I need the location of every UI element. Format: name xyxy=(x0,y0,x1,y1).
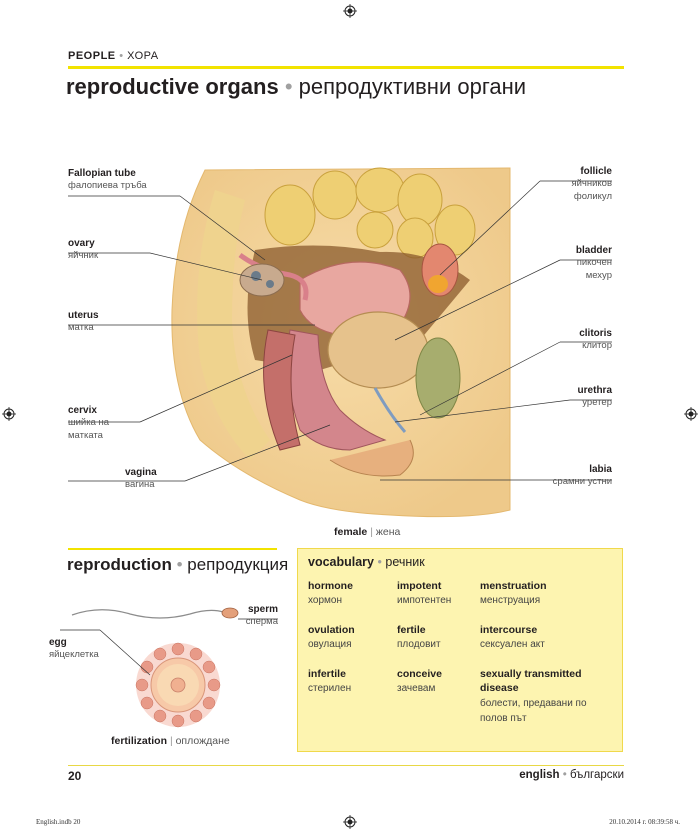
registration-mark-icon xyxy=(343,815,357,829)
section-bg: ХОРА xyxy=(127,50,159,62)
vocab-term-en-line2: disease xyxy=(480,682,519,694)
header-rule xyxy=(68,66,624,69)
caption-bg: оплождане xyxy=(175,735,230,747)
registration-mark-icon xyxy=(2,407,16,421)
label-bg-line2: мехур xyxy=(585,270,612,281)
label-bg: яйчников xyxy=(571,178,612,189)
caption-en: fertilization xyxy=(111,735,168,747)
reproduction-title-bg: репродукция xyxy=(187,555,289,574)
vocab-term-bg: сексуален акт xyxy=(480,639,545,650)
registration-mark-icon xyxy=(684,407,698,421)
label-bg: клитор xyxy=(582,340,612,351)
title-en: reproductive organs xyxy=(66,74,279,99)
footer-lang-en: english xyxy=(519,769,560,781)
label-clitoris: clitoris клитор xyxy=(579,328,612,352)
vocab-term-bg: овулация xyxy=(308,639,352,650)
label-bg: матка xyxy=(68,322,94,333)
vocab-term-bg: хормон xyxy=(308,595,342,606)
print-slug-right: 20.10.2014 г. 08:39:58 ч. xyxy=(609,818,680,826)
label-en: ovary xyxy=(68,238,95,249)
caption-en: female xyxy=(334,526,368,538)
caption-bg: жена xyxy=(375,526,401,538)
label-en: uterus xyxy=(68,310,99,321)
label-urethra: urethra уретер xyxy=(578,385,612,409)
label-bg: фалопиева тръба xyxy=(68,180,147,191)
reproduction-title-en: reproduction xyxy=(67,555,172,574)
label-bg: срамни устни xyxy=(552,476,612,487)
footer-rule xyxy=(68,765,624,766)
label-en: cervix xyxy=(68,405,97,416)
label-en: bladder xyxy=(575,245,612,256)
label-bladder: bladder пикочен мехур xyxy=(576,245,612,282)
vocab-term-en: conceive xyxy=(397,668,442,680)
label-bg: шийка на xyxy=(68,417,110,428)
vocabulary-title: vocabulary • речник xyxy=(308,555,425,569)
label-en: labia xyxy=(589,464,612,475)
female-reproductive-anatomy-illustration xyxy=(68,167,612,518)
vocab-term-bg: стерилен xyxy=(308,683,352,694)
vocab-term-en: infertile xyxy=(308,668,346,680)
label-bg: яйцеклетка xyxy=(49,649,99,660)
vocab-term-en: menstruation xyxy=(480,580,547,592)
vocab-term-en: impotent xyxy=(397,580,442,592)
label-bg: пикочен xyxy=(576,257,612,268)
vocab-term-bg: зачевам xyxy=(397,683,436,694)
label-bg: вагина xyxy=(125,479,155,490)
footer-lang-bg: български xyxy=(569,769,624,781)
vocab-term-bg: менструация xyxy=(480,595,541,606)
reproduction-rule xyxy=(68,548,277,550)
vocab-term-bg: болести, предавани по xyxy=(480,698,587,709)
registration-mark-icon xyxy=(343,4,357,18)
label-bg-line2: матката xyxy=(68,430,103,441)
vocabulary-box: vocabulary • речник hormone хормон impot… xyxy=(297,548,623,752)
fertilization-illustration xyxy=(60,607,278,728)
label-en: Fallopian tube xyxy=(68,168,136,179)
vocab-term-en: intercourse xyxy=(480,624,538,636)
fertilization-caption: fertilization | оплождане xyxy=(111,735,230,747)
label-en: vagina xyxy=(125,467,157,478)
figure-caption: female | жена xyxy=(334,526,401,538)
label-en: follicle xyxy=(580,166,612,177)
label-en: sperm xyxy=(247,604,278,615)
label-bg: сперма xyxy=(245,616,278,627)
vocab-term-en: sexually transmitted xyxy=(480,668,582,680)
label-fallopian-tube: Fallopian tube фалопиева тръба xyxy=(68,168,147,192)
label-en: urethra xyxy=(577,385,612,396)
vocab-term-en: ovulation xyxy=(308,624,355,636)
vocabulary-title-bg: речник xyxy=(385,555,425,569)
title-bg: репродуктивни органи xyxy=(298,74,527,99)
label-cervix: cervix шийка на матката xyxy=(68,405,109,442)
vocab-term-bg: импотентен xyxy=(397,595,452,606)
vocab-term-en: hormone xyxy=(308,580,353,592)
page-number: 20 xyxy=(68,769,82,783)
vocab-term-bg-line2: полов път xyxy=(480,713,527,724)
section-en: PEOPLE xyxy=(68,50,116,62)
label-bg-line2: фоликул xyxy=(573,191,612,202)
label-labia: labia срамни устни xyxy=(553,464,612,488)
footer-language: english • български xyxy=(519,769,624,781)
label-bg: уретер xyxy=(582,397,612,408)
reproduction-title: reproduction • репродукция xyxy=(67,555,289,574)
label-sperm: sperm сперма xyxy=(246,604,278,628)
page-title: reproductive organs • репродуктивни орга… xyxy=(66,74,527,99)
label-uterus: uterus матка xyxy=(68,310,99,334)
vocab-term-bg: плодовит xyxy=(397,639,441,650)
vocab-term-en: fertile xyxy=(397,624,426,636)
label-egg: egg яйцеклетка xyxy=(49,637,99,661)
label-follicle: follicle яйчников фоликул xyxy=(571,166,612,203)
label-ovary: ovary яйчник xyxy=(68,238,98,262)
label-vagina: vagina вагина xyxy=(125,467,157,491)
vocabulary-title-en: vocabulary xyxy=(308,555,375,569)
label-bg: яйчник xyxy=(68,250,99,261)
section-kicker: PEOPLE • ХОРА xyxy=(68,50,159,62)
label-en: egg xyxy=(49,637,67,648)
label-en: clitoris xyxy=(579,328,612,339)
print-slug-left: English.indb 20 xyxy=(36,818,81,826)
